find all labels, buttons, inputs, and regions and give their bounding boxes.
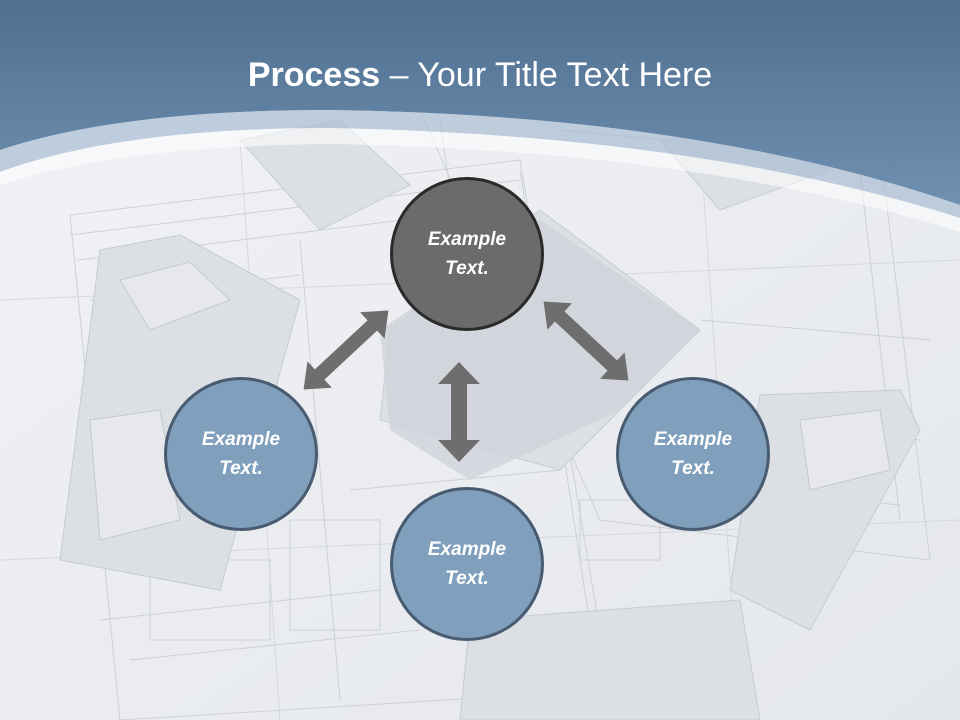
process-node-left: Example Text.	[164, 377, 318, 531]
process-node-top: Example Text.	[390, 177, 544, 331]
double-arrow-top-left	[303, 310, 389, 390]
double-arrow-vertical	[438, 362, 480, 462]
node-label: Example Text.	[427, 229, 507, 279]
process-node-bottom: Example Text.	[390, 487, 544, 641]
node-label: Example Text.	[653, 429, 733, 479]
process-node-right: Example Text.	[616, 377, 770, 531]
double-arrow-top-right	[543, 301, 629, 381]
node-label: Example Text.	[427, 539, 507, 589]
node-label: Example Text.	[201, 429, 281, 479]
title-bold: Process	[247, 56, 381, 94]
slide-title: Process – Your Title Text Here	[0, 52, 960, 98]
title-rest: – Your Title Text Here	[380, 56, 713, 94]
